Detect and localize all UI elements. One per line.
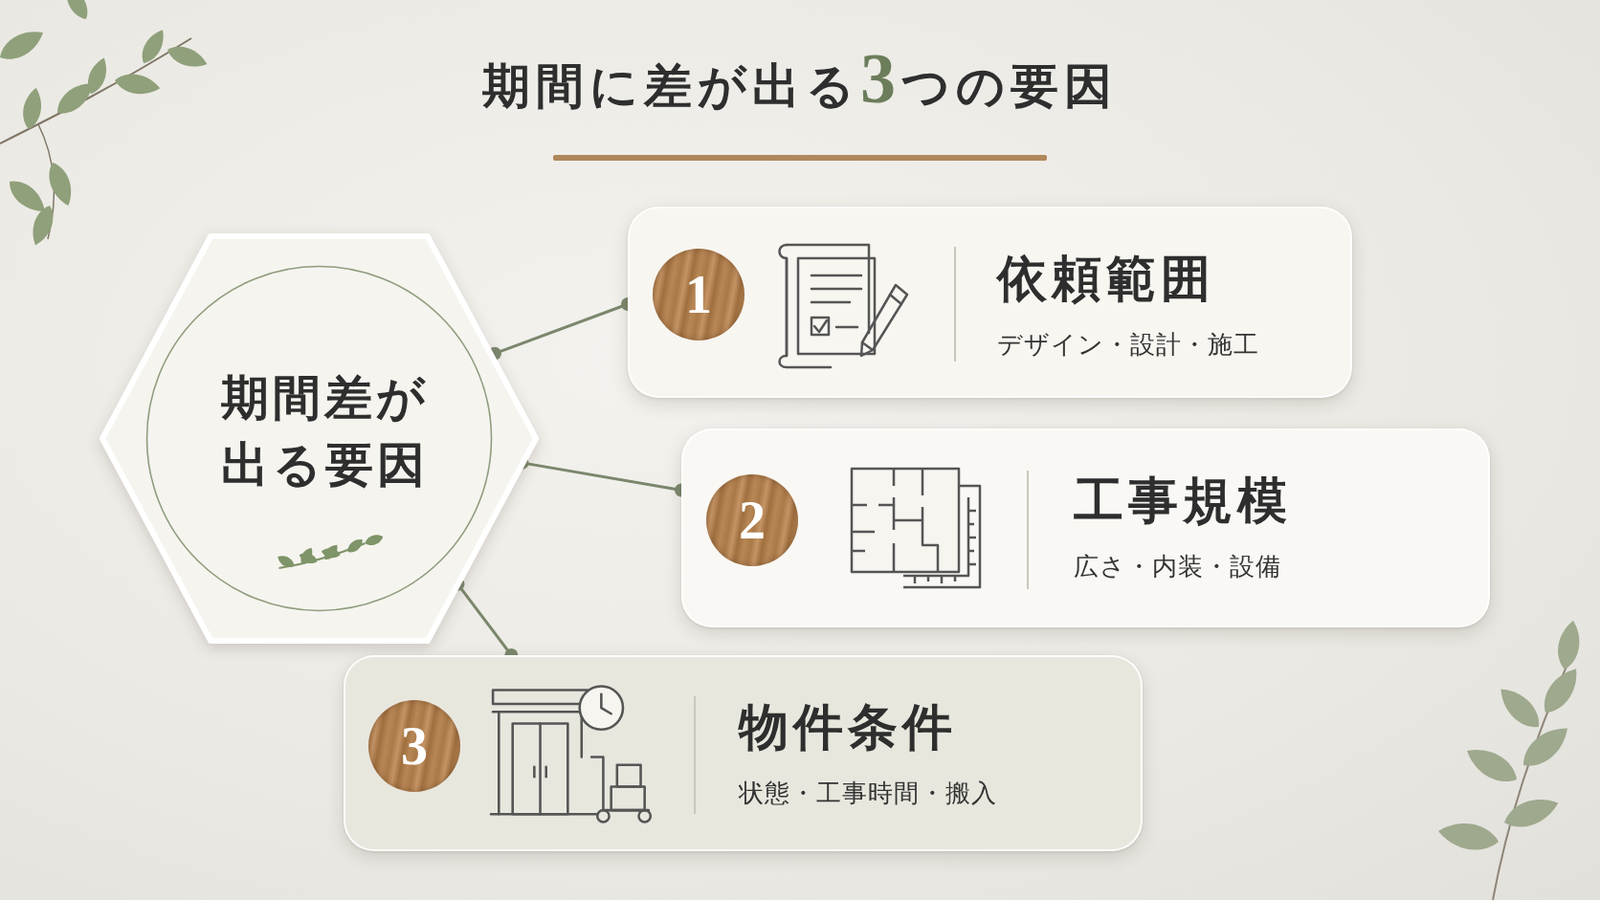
title-char: の — [955, 59, 1011, 113]
callout-number: 3 — [368, 700, 461, 793]
factor-card: 2 工事規模広さ・内装・設備 — [681, 428, 1490, 628]
divider — [1026, 470, 1029, 591]
divider — [954, 246, 956, 362]
title-char: 因 — [1064, 59, 1118, 113]
title-char: る — [805, 59, 861, 113]
connector-group — [450, 577, 518, 663]
connector-group — [515, 456, 689, 498]
factor-icon — [845, 463, 990, 598]
factor-icon — [488, 684, 657, 828]
connector-line — [457, 584, 512, 656]
title-char: つ — [901, 59, 956, 113]
connector-group — [488, 297, 635, 361]
title-char: が — [697, 59, 753, 113]
factor-detail: 状態・工事時間・搬入 — [738, 778, 998, 808]
title-char: 要 — [1010, 59, 1065, 113]
title-char: 期 — [482, 59, 536, 113]
factor-title: 工事規模 — [1073, 474, 1292, 529]
factor-title: 依頼範囲 — [997, 252, 1216, 307]
inner-ring — [147, 266, 492, 612]
factor-card: 3 物件条件状態・工事時間・搬入 — [343, 655, 1143, 852]
factor-icon — [773, 237, 917, 372]
leaf-sprig — [275, 533, 385, 572]
factor-detail: 広さ・内装・設備 — [1073, 552, 1282, 581]
title-char: 出 — [752, 59, 806, 113]
callout-number: 1 — [652, 248, 745, 341]
hexagon-hub: 期間差が 出る要因 — [102, 236, 536, 642]
connector-line — [494, 304, 628, 355]
title-char: 差 — [644, 59, 698, 113]
title-underline — [553, 155, 1047, 161]
callout-number: 2 — [706, 474, 799, 567]
divider — [693, 696, 696, 815]
title-char: に — [589, 59, 645, 113]
hub-label: 期間差が 出る要因 — [215, 364, 436, 499]
title-char: 間 — [535, 59, 590, 113]
title: 期間に差が出る3つの要因 — [0, 40, 1600, 125]
factor-detail: デザイン・設計・施工 — [997, 330, 1260, 359]
factor-card: 1 依頼範囲デザイン・設計・施工 — [627, 206, 1353, 399]
leaf-branch — [0, 0, 210, 248]
leaf-branch — [1436, 619, 1586, 900]
title-char: 3 — [860, 39, 902, 118]
connector-line — [522, 463, 682, 491]
factor-title: 物件条件 — [738, 701, 957, 756]
hexagon-shape — [102, 236, 536, 642]
